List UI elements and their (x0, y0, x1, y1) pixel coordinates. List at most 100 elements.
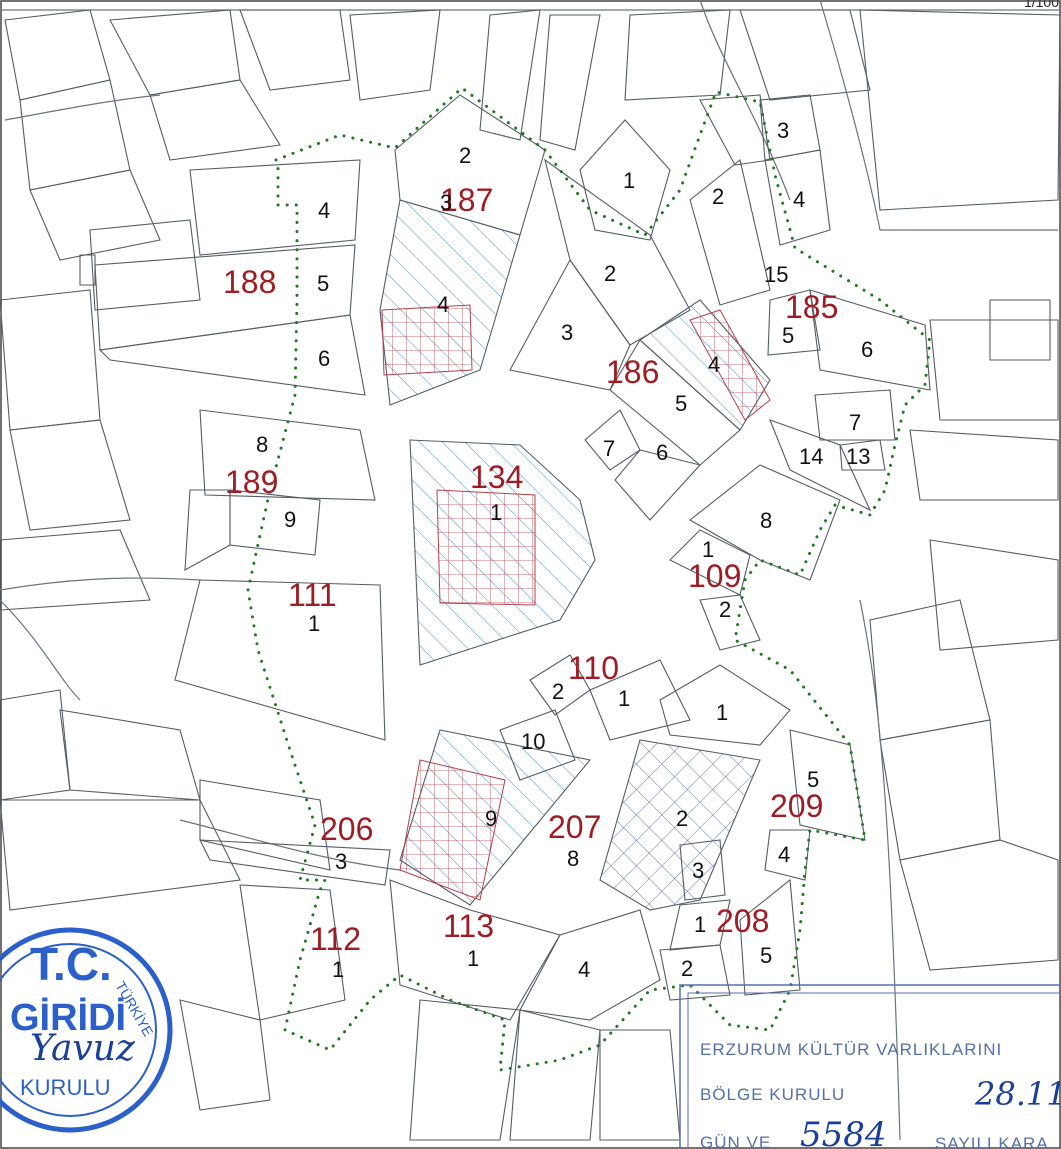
parcel-185-2 (699, 94, 771, 166)
parcel-south-c (599, 1029, 681, 1141)
parcel-label: 2 (681, 956, 693, 981)
parcel-label: 9 (485, 806, 497, 831)
parcel-south-d (179, 999, 271, 1111)
parcel-label: 3 (561, 320, 573, 345)
block-label-188: 188 (223, 264, 276, 300)
parcel-label: 9 (284, 507, 296, 532)
block-label-111: 111 (288, 577, 337, 613)
parcel-187-2 (394, 94, 546, 236)
parcel-109-1 (669, 529, 751, 596)
parcel-label: 7 (849, 410, 861, 435)
parcel-labels: 2 3 4 4 5 6 1 2 2 3 4 5 6 7 3 4 15 5 6 7… (256, 118, 873, 982)
surrounding-parcels (0, 9, 1061, 971)
parcel-186-6 (614, 449, 702, 521)
parcel-label: 4 (437, 292, 449, 317)
parcel-label: 2 (719, 597, 731, 622)
parcel-185-7 (814, 389, 896, 441)
block-labels: 185 186 187 188 189 134 109 110 111 112 … (223, 182, 838, 957)
parcel-label: 1 (332, 957, 344, 982)
parcel-label: 13 (846, 444, 870, 469)
block-label-187: 187 (440, 182, 493, 218)
stamp-bottom-text: KURULU (20, 1075, 110, 1100)
parcel-label: 1 (702, 537, 714, 562)
approval-line-2: BÖLGE KURULU (700, 1085, 845, 1104)
parcel-186-5 (609, 339, 741, 466)
parcel-186-4-grid (689, 309, 771, 421)
parcel-113-1 (389, 879, 561, 1021)
parcel-208-5 (739, 878, 801, 996)
parcel-label: 6 (656, 440, 668, 465)
parcel-110-1a (589, 659, 691, 741)
parcel-207-3 (679, 839, 726, 901)
parcel-label: 4 (578, 957, 590, 982)
parcel-label: 10 (521, 729, 545, 754)
parcel-185-4 (764, 149, 831, 246)
official-approval-box: ERZURUM KÜLTÜR VARLIKLARINI BÖLGE KURULU… (679, 984, 1061, 1149)
parcel-134-1-grid (436, 489, 536, 606)
parcel-label: 8 (567, 846, 579, 871)
approval-line-1: ERZURUM KÜLTÜR VARLIKLARINI (700, 1040, 1002, 1059)
parcel-label: 1 (623, 168, 635, 193)
parcel-label: 1 (716, 700, 728, 725)
parcel-label: 3 (777, 118, 789, 143)
parcel-label: 2 (604, 261, 616, 286)
parcel-185-6 (809, 289, 931, 391)
parcel-186-3 (509, 258, 631, 391)
parcel-label: 15 (764, 262, 788, 287)
parcel-185-5 (767, 289, 821, 356)
parcel-label: 5 (317, 271, 329, 296)
parcel-label: 5 (675, 391, 687, 416)
parcel-185-2b (689, 159, 771, 306)
stamp-signature: Yavuz (30, 1028, 136, 1069)
parcel-208-4 (519, 909, 661, 1021)
parcel-label: 3 (440, 190, 452, 215)
block-label-110: 110 (568, 650, 619, 686)
parcel-207-9 (399, 759, 506, 901)
map-scale-label: 1/100 (1023, 0, 1059, 10)
parcel-189-8 (199, 409, 376, 501)
parcel-south-b (509, 1009, 601, 1141)
parcel-label: 6 (861, 337, 873, 362)
parcel-label: 3 (335, 849, 347, 874)
parcel-112-1 (239, 884, 346, 1021)
parcel-209-4 (764, 829, 811, 881)
stamp-top-text: T.C. (30, 938, 112, 990)
block-label-112: 112 (310, 921, 361, 957)
parcel-label: 5 (807, 767, 819, 792)
parcel-label: 2 (552, 679, 564, 704)
parcel-206-3 (199, 839, 391, 886)
parcel-label: 5 (760, 943, 772, 968)
parcel-label: 1 (467, 946, 479, 971)
parcel-110-1b (659, 664, 791, 746)
area-parcels (94, 94, 931, 1141)
parcel-111-1 (174, 579, 386, 741)
block-label-113: 113 (443, 908, 494, 944)
official-stamp: T.C. GİRİDİ Yavuz KURULU TÜRKİYE (0, 927, 173, 1133)
stamp-middle-text: GİRİDİ (10, 997, 126, 1039)
parcel-label: 8 (256, 432, 268, 457)
parcel-south-a (409, 999, 521, 1141)
parcel-188-6 (98, 314, 366, 396)
parcel-label: 4 (708, 352, 720, 377)
parcel-186-1 (579, 119, 671, 241)
block-label-208: 208 (716, 903, 769, 939)
block-label-209: 209 (770, 788, 823, 824)
parcel-label: 14 (799, 444, 823, 469)
parcel-209-5 (789, 729, 866, 841)
block-label-206: 206 (320, 811, 373, 847)
parcel-186-2 (544, 158, 691, 346)
parcel-label: 1 (490, 500, 502, 525)
block-label-189: 189 (225, 464, 278, 500)
parcel-label: 8 (760, 508, 772, 533)
parcel-label: 2 (459, 143, 471, 168)
block-label-109: 109 (688, 558, 741, 594)
parcel-189-edge (184, 489, 231, 571)
parcel-label: 4 (778, 842, 790, 867)
block-label-207: 207 (548, 809, 601, 845)
parcel-185-14 (769, 419, 872, 512)
parcel-label: 1 (308, 611, 320, 636)
parcel-208-2 (659, 944, 731, 1001)
approval-number-hand: 5584 (800, 1115, 887, 1149)
